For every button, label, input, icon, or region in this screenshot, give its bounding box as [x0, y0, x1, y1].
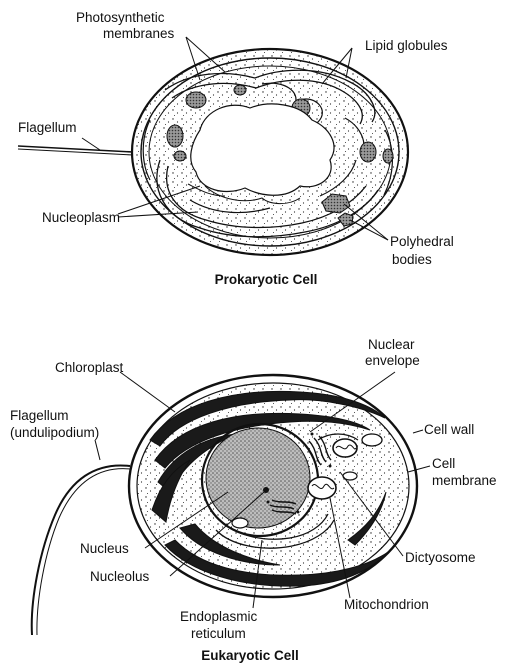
prokaryote-flagellum	[18, 146, 133, 152]
label-polyhedral-bodies-1: Polyhedral	[390, 234, 454, 249]
inclusion-body	[234, 85, 246, 95]
label-lipid-globules: Lipid globules	[365, 38, 448, 53]
label-photosynthetic-membranes-2: membranes	[103, 26, 175, 41]
leader-flagellum	[82, 138, 100, 150]
inclusion-body	[174, 151, 186, 161]
eukaryotic-cell: Nuclear envelope Chloroplast Flagellum (…	[10, 337, 497, 663]
label-cell-membrane-2: membrane	[432, 473, 497, 488]
label-eukaryote-flagellum-1: Flagellum	[10, 408, 69, 423]
label-nuclear-envelope-2: envelope	[365, 353, 420, 368]
prokaryotic-cell: Photosynthetic membranes Lipid globules …	[18, 10, 454, 287]
label-chloroplast: Chloroplast	[55, 360, 124, 375]
label-endoplasmic-reticulum-2: reticulum	[191, 626, 246, 641]
leader-cell-wall	[413, 430, 423, 433]
label-eukaryote-flagellum-2: (undulipodium)	[10, 425, 99, 440]
caption-prokaryotic-cell: Prokaryotic Cell	[215, 272, 318, 287]
leader-chloroplast	[120, 372, 175, 412]
mitochondrion	[333, 439, 357, 457]
leader-eukaryote-flagellum	[95, 440, 100, 460]
label-prokaryote-flagellum: Flagellum	[18, 120, 77, 135]
caption-eukaryotic-cell: Eukaryotic Cell	[201, 648, 299, 663]
label-endoplasmic-reticulum-1: Endoplasmic	[180, 609, 258, 624]
label-cell-wall: Cell wall	[424, 422, 474, 437]
inclusion-body	[186, 92, 206, 108]
label-nucleus: Nucleus	[80, 541, 129, 556]
label-polyhedral-bodies-2: bodies	[392, 252, 432, 267]
inclusion-body	[360, 142, 376, 162]
inclusion-body	[383, 149, 393, 163]
label-cell-membrane-1: Cell	[432, 456, 455, 471]
label-photosynthetic-membranes-1: Photosynthetic	[76, 10, 165, 25]
label-mitochondrion: Mitochondrion	[344, 597, 429, 612]
inclusion-body	[167, 125, 183, 147]
vesicle	[232, 518, 248, 528]
label-nucleolus: Nucleolus	[90, 569, 150, 584]
vesicle	[362, 434, 382, 446]
label-dictyosome: Dictyosome	[405, 550, 476, 565]
label-nuclear-envelope-1: Nuclear	[368, 337, 415, 352]
mitochondrion	[308, 477, 336, 499]
label-nucleoplasm: Nucleoplasm	[42, 210, 120, 225]
